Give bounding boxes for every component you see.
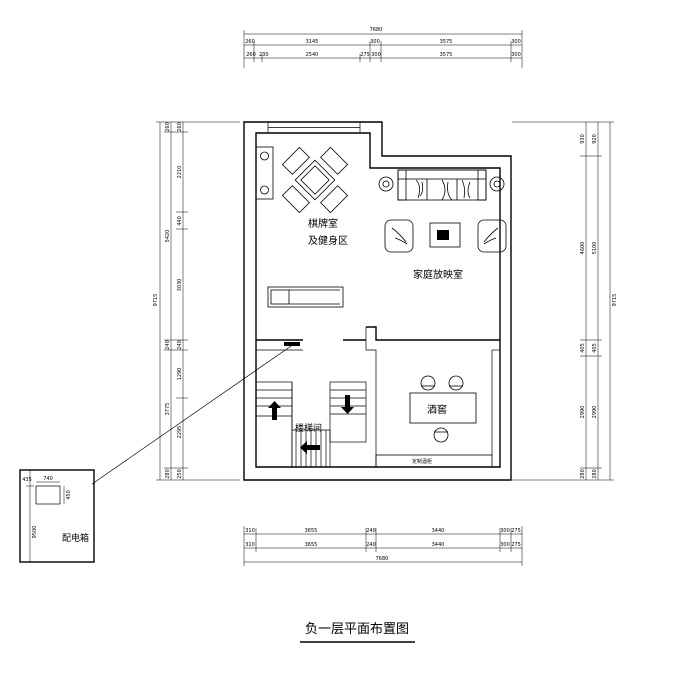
- top-dim: 3575: [440, 39, 453, 45]
- right-dimensions: 930 4600 405 2990 280 920 5100 405 2990 …: [512, 121, 618, 481]
- right-dim: 405: [580, 343, 586, 353]
- electric-box-detail: 740 450 435 9500 配电箱: [19, 469, 95, 563]
- arrow-up-icon: [268, 401, 281, 420]
- right-dim: 930: [580, 134, 586, 144]
- arrow-down-icon: [341, 395, 354, 414]
- fitness-area-label: 及健身区: [308, 234, 348, 247]
- left-dim: 2295: [177, 426, 183, 439]
- leader-line: [91, 343, 295, 485]
- left-dim: 260: [177, 122, 183, 132]
- bottom-dim: 310: [245, 528, 255, 534]
- top-dim: 3145: [306, 39, 319, 45]
- right-dim: 920: [592, 134, 598, 144]
- stair-hall-label: 楼梯间: [295, 422, 322, 434]
- right-dim: 280: [592, 469, 598, 479]
- drawing-title: 负一层平面布置图: [305, 622, 409, 637]
- bottom-dim: 275: [511, 542, 521, 548]
- electric-box-label: 配电箱: [62, 532, 89, 544]
- top-dim: 230: [259, 52, 269, 58]
- bottom-dim: 3440: [432, 528, 445, 534]
- bottom-overall-dim: 7680: [376, 556, 389, 562]
- left-dim: 2210: [177, 166, 183, 179]
- bottom-dim: 300: [500, 542, 510, 548]
- top-dim: 300: [371, 52, 381, 58]
- right-dim: 280: [580, 469, 586, 479]
- inset-length-dim: 9500: [32, 526, 38, 539]
- bottom-dim: 310: [245, 542, 255, 548]
- bottom-dimensions: 310 3655 240 3440 300 275 310 3655 240 3…: [243, 526, 523, 566]
- inset-height-dim: 450: [66, 490, 72, 500]
- left-dim: 240: [165, 340, 171, 350]
- left-dim: 260: [165, 122, 171, 132]
- top-dim: 260: [245, 39, 255, 45]
- top-dimensions: 7680 260 3145 300 3575 300 260 230 2540 …: [243, 27, 523, 68]
- left-dim: 3030: [177, 279, 183, 292]
- right-overall-dim: 9715: [612, 294, 618, 307]
- left-dim: 250: [177, 469, 183, 479]
- wine-cellar-furniture: [375, 375, 493, 468]
- wine-cabinet-label: 定制酒柜: [412, 458, 432, 465]
- top-dim: 275: [360, 52, 370, 58]
- bottom-dim: 3655: [305, 528, 318, 534]
- wine-cellar-label: 酒窖: [427, 403, 447, 416]
- right-dim: 2990: [580, 406, 586, 419]
- left-dim: 280: [165, 469, 171, 479]
- top-dim: 300: [370, 39, 380, 45]
- left-dim: 5420: [165, 230, 171, 243]
- top-dim: 2540: [306, 52, 319, 58]
- cinema-furniture: [378, 169, 507, 253]
- top-dim: 300: [511, 52, 521, 58]
- bottom-dim: 300: [500, 528, 510, 534]
- top-dim: 300: [511, 39, 521, 45]
- left-dim: 1290: [177, 368, 183, 381]
- bottom-dim: 3655: [305, 542, 318, 548]
- arrow-left-icon: [300, 441, 320, 454]
- left-dim: 440: [177, 216, 183, 226]
- top-dim: 3575: [440, 52, 453, 58]
- stairs: [255, 342, 367, 468]
- bottom-dim: 240: [366, 528, 376, 534]
- left-dim: 240: [177, 340, 183, 350]
- cinema-room-label: 家庭放映室: [413, 268, 463, 281]
- electric-box-mark: [284, 342, 300, 346]
- bottom-dim: 275: [511, 528, 521, 534]
- right-dim: 4600: [580, 242, 586, 255]
- right-dim: 5100: [592, 242, 598, 255]
- left-overall-dim: 9715: [153, 294, 159, 307]
- top-overall-dim: 7680: [370, 27, 383, 33]
- top-dim: 260: [246, 52, 256, 58]
- left-dimensions: 9715 260 5420 240 3775 280 260 2210 440 …: [153, 121, 240, 481]
- inset-offset-dim: 435: [22, 477, 32, 483]
- bottom-dim: 3440: [432, 542, 445, 548]
- left-dim: 3775: [165, 403, 171, 416]
- chess-room-label: 棋牌室: [308, 217, 338, 230]
- right-dim: 2990: [592, 406, 598, 419]
- chess-room-furniture: [255, 146, 349, 308]
- inset-width-dim: 740: [43, 476, 53, 482]
- right-dim: 405: [592, 343, 598, 353]
- bottom-dim: 240: [366, 542, 376, 548]
- walls: [243, 121, 512, 481]
